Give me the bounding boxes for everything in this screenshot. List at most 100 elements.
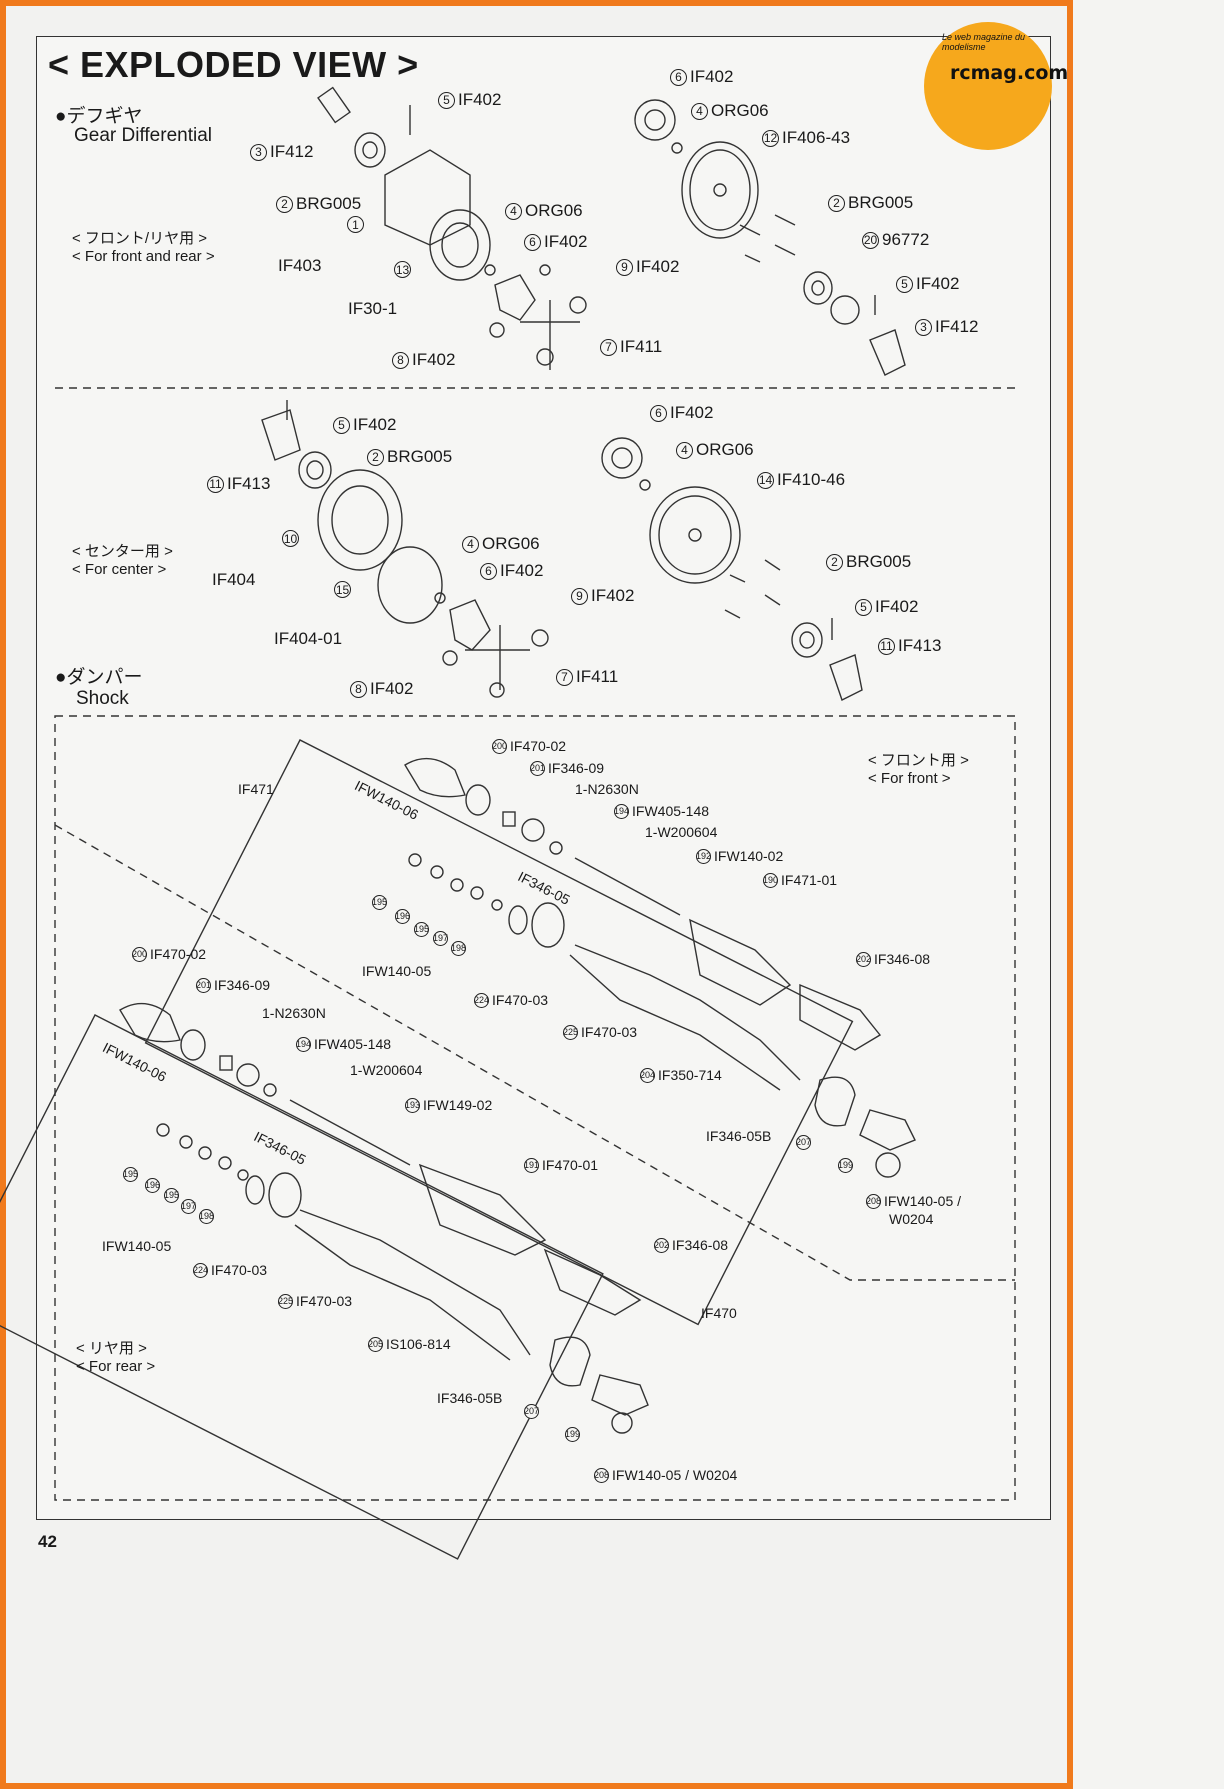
part-callout: 196 (145, 1178, 160, 1193)
group-label: IF346-05B (437, 1390, 503, 1406)
part-callout: 1-N2630N (262, 1005, 326, 1021)
part-callout: 195 (164, 1188, 179, 1203)
part-callout: 1-N2630N (575, 781, 639, 797)
note-rear-jp: < リヤ用 > (76, 1340, 147, 1357)
shock-divider (54, 824, 1015, 1281)
group-label: IF404 (212, 570, 256, 589)
rcmag-logo: Le web magazine du modelisme rcmag.com (924, 22, 1068, 150)
part-callout: 13 (394, 261, 411, 278)
group-label: IF403 (278, 256, 322, 275)
group-label: W0204 (889, 1211, 934, 1227)
part-callout: 195 (123, 1167, 138, 1182)
part-callout: 199 (838, 1158, 853, 1173)
shock-box (54, 715, 1016, 1501)
group-label: IFW140-05 (362, 963, 432, 979)
note-rear-en: < For rear > (76, 1358, 156, 1375)
diff-center-art (261, 400, 863, 701)
section-shock-en: Shock (76, 688, 129, 709)
part-callout: 198 (199, 1209, 214, 1224)
diff-front-rear-art (317, 86, 906, 376)
logo-text: rcmag.com (950, 62, 1069, 84)
part-callout: 195 (372, 895, 387, 910)
group-label: IF471 (238, 781, 274, 797)
section-gear-diff-en: Gear Differential (74, 125, 212, 146)
part-callout: 196 (395, 909, 410, 924)
part-callout: 15 (334, 581, 351, 598)
group-label: IF404-01 (274, 629, 343, 648)
note-front-en: < For front > (868, 770, 951, 787)
note-front-rear-en: < For front and rear > (72, 248, 215, 265)
note-front-jp: < フロント用 > (868, 752, 969, 769)
part-callout: 1-W200604 (350, 1062, 423, 1078)
part-callout: 207 (524, 1404, 539, 1419)
exploded-view-art (0, 86, 1016, 1560)
part-callout: 1 (347, 216, 367, 233)
part-callout: 199 (565, 1427, 580, 1442)
part-callout: 1-W200604 (645, 824, 718, 840)
group-label: IF346-05B (706, 1128, 772, 1144)
shock-rear-art (0, 1002, 649, 1560)
part-callout: 197 (181, 1199, 196, 1214)
shock-front-art (144, 739, 916, 1326)
note-center-en: < For center > (72, 561, 167, 578)
group-label: IF30-1 (348, 299, 398, 318)
part-callout: 198 (451, 941, 466, 956)
group-label: IF470 (701, 1305, 737, 1321)
section-shock-jp: ●ダンパー (55, 667, 143, 688)
section-gear-diff-jp: ●デフギヤ (55, 106, 143, 127)
part-callout: 207 (796, 1135, 811, 1150)
page-title: < EXPLODED VIEW > (48, 44, 419, 85)
page-number: 42 (38, 1532, 57, 1551)
part-callout: 195 (414, 922, 429, 937)
note-center-jp: < センター用 > (72, 543, 173, 560)
